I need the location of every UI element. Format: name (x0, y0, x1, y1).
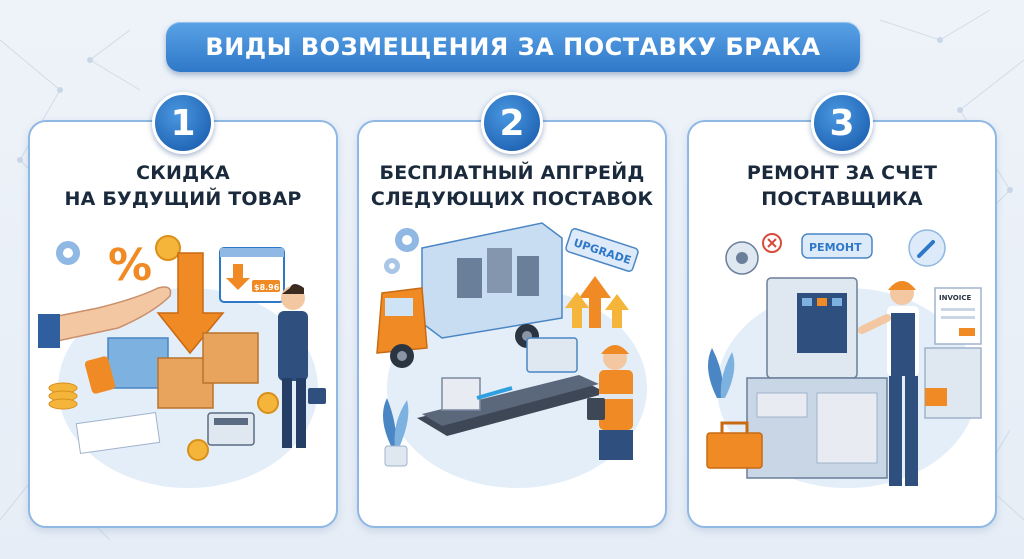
coin-icon (155, 235, 181, 261)
invoice-document: INVOICE (934, 287, 982, 345)
card-repair: 3 РЕМОНТ ЗА СЧЕТ ПОСТАВЩИКА РЕМОНТ INVOI… (687, 92, 997, 528)
discount-illustration: % $8.96 (38, 235, 326, 488)
step-number: 1 (170, 102, 196, 144)
discount-tag-icon (84, 356, 116, 394)
step-number-badge: 1 (152, 92, 214, 154)
gear-icon (395, 228, 419, 252)
broken-part-icon (725, 241, 759, 275)
page-title: ВИДЫ ВОЗМЕЩЕНИЯ ЗА ПОСТАВКУ БРАКА (205, 33, 821, 61)
coin-icon (257, 392, 279, 414)
side-table (924, 347, 982, 419)
card-title-line: НА БУДУЩИЙ ТОВАР (64, 188, 302, 210)
coins-icon (48, 382, 78, 410)
card-title: РЕМОНТ ЗА СЧЕТ ПОСТАВЩИКА (689, 160, 995, 212)
card-title: БЕСПЛАТНЫЙ АПГРЕЙД СЛЕДУЮЩИХ ПОСТАВОК (359, 160, 665, 212)
step-number: 2 (499, 102, 525, 144)
businessman-figure (278, 284, 326, 448)
conveyor-belt-icon (417, 375, 607, 436)
card-title-line: СЛЕДУЮЩИХ ПОСТАВОК (370, 188, 654, 210)
toolbox-icon (925, 388, 947, 406)
card-title-line: ПОСТАВЩИКА (761, 188, 923, 210)
box-icon (202, 332, 259, 384)
repair-tag: РЕМОНТ (801, 233, 873, 259)
plant-icon (383, 398, 409, 467)
worker-figure (858, 281, 919, 486)
calculator-icon (207, 412, 255, 446)
machine-icon (746, 277, 888, 479)
up-arrow-icon (565, 292, 589, 328)
upgrade-illustration: UPGRADE (376, 222, 647, 488)
up-arrow-icon (605, 294, 629, 328)
receipt-icon (75, 412, 161, 454)
card-discount: 1 СКИДКА НА БУДУЩИЙ ТОВАР % $8.96 (28, 92, 338, 528)
percent-symbol: % (108, 240, 152, 291)
gear-icon (384, 258, 400, 274)
header-banner: ВИДЫ ВОЗМЕЩЕНИЯ ЗА ПОСТАВКУ БРАКА (166, 22, 860, 72)
step-number: 3 (829, 102, 855, 144)
plant-icon (708, 348, 735, 398)
invoice-label: INVOICE (939, 294, 971, 302)
card-free-upgrade: 2 БЕСПЛАТНЫЙ АПГРЕЙД СЛЕДУЮЩИХ ПОСТАВОК … (357, 92, 667, 528)
card-title: СКИДКА НА БУДУЩИЙ ТОВАР (30, 160, 336, 212)
repair-tag-label: РЕМОНТ (809, 241, 862, 254)
up-arrow-icon (579, 276, 611, 328)
right-arrow-icon (476, 386, 513, 400)
step-number-badge: 2 (481, 92, 543, 154)
hand-icon (47, 286, 172, 344)
price-screen: $8.96 (219, 247, 285, 303)
step-number-badge: 3 (811, 92, 873, 154)
worker-figure (587, 345, 633, 460)
toolbox-icon (706, 421, 763, 469)
upgrade-tag: UPGRADE (565, 228, 639, 272)
card-title-line: БЕСПЛАТНЫЙ АПГРЕЙД (379, 162, 645, 184)
error-icon (762, 233, 782, 253)
repair-illustration: РЕМОНТ INVOICE (706, 229, 982, 488)
card-title-line: РЕМОНТ ЗА СЧЕТ (746, 162, 938, 184)
card-title-line: СКИДКА (136, 162, 230, 184)
box-icon (441, 377, 481, 411)
coin-icon (187, 439, 209, 461)
gear-icon (56, 241, 80, 265)
price-tag-label: $8.96 (254, 283, 280, 292)
wrench-icon (908, 229, 946, 267)
device-icon (526, 337, 578, 373)
